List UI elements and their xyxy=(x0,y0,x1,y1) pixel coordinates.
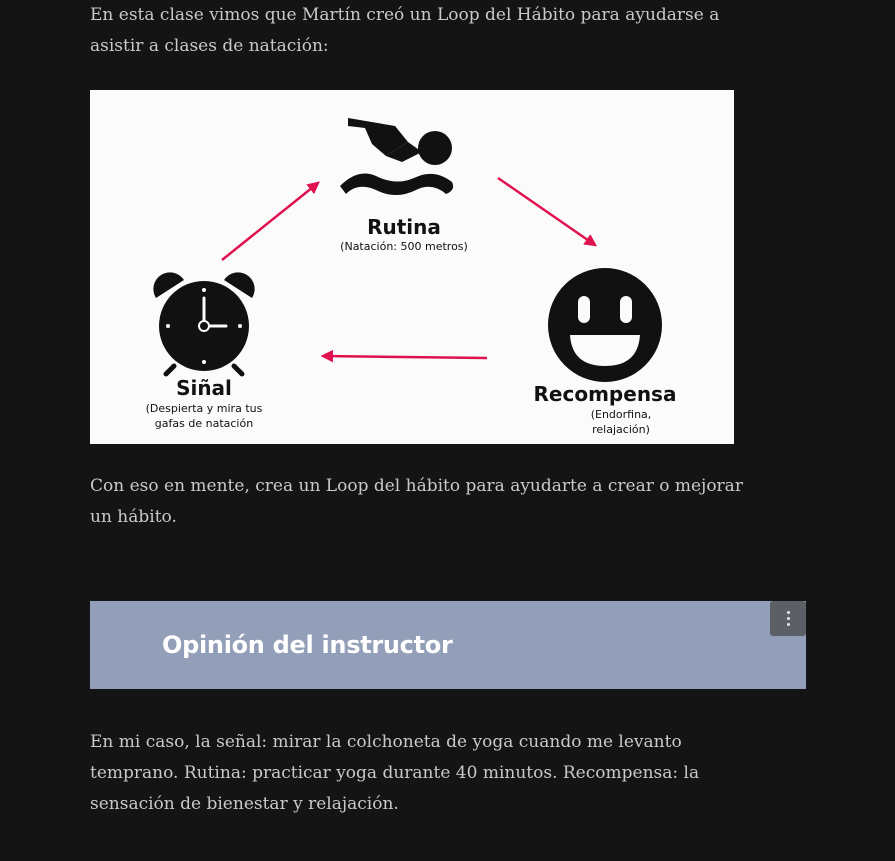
cue-subtitle-line1: (Despierta y mira tus xyxy=(146,402,263,415)
instructor-paragraph: En mi caso, la señal: mirar la colchonet… xyxy=(90,732,700,814)
arrow-routine-to-reward xyxy=(497,176,598,247)
arrow-cue-to-routine xyxy=(221,181,320,261)
smiley-icon xyxy=(548,268,662,382)
reward-title: Recompensa xyxy=(534,382,677,406)
routine-title: Rutina xyxy=(367,215,441,239)
instructor-opinion-title: Opinión del instructor xyxy=(162,631,453,659)
alarm-clock-icon xyxy=(153,272,255,377)
instructor-opinion-banner: Opinión del instructor xyxy=(90,601,806,689)
intro-paragraph: En esta clase vimos que Martín creó un L… xyxy=(90,5,720,56)
reward-subtitle-line2: relajación) xyxy=(592,423,650,436)
routine-subtitle: (Natación: 500 metros) xyxy=(340,240,468,253)
cue-title: Siñal xyxy=(176,376,232,400)
swimmer-icon xyxy=(340,118,454,195)
mindset-paragraph: Con eso en mente, crea un Loop del hábit… xyxy=(90,476,743,527)
vertical-dots-icon xyxy=(786,611,790,614)
more-options-button[interactable] xyxy=(770,601,806,636)
cue-subtitle-line2: gafas de natación xyxy=(155,417,253,430)
arrow-reward-to-cue xyxy=(320,349,488,363)
habit-loop-diagram: Rutina (Natación: 500 metros) Recompensa… xyxy=(90,90,734,444)
reward-subtitle-line1: (Endorfina, xyxy=(591,408,652,421)
